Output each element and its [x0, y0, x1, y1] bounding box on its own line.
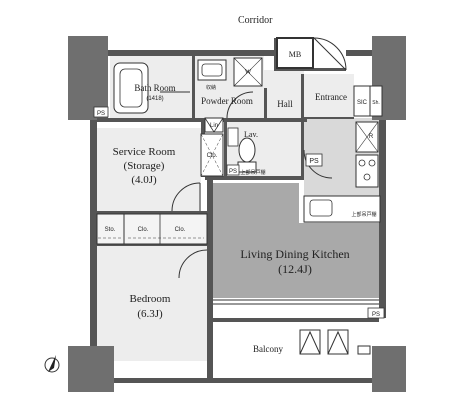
- sh-label: Sh.: [372, 100, 380, 106]
- ldk-label-1: Living Dining Kitchen: [240, 247, 349, 261]
- ps-box-wc: [226, 164, 240, 176]
- clo-2-label: Clo.: [175, 227, 186, 233]
- sto-label: Sto.: [105, 227, 116, 233]
- upper-storage-kitchen-label: 上部吊戸棚: [351, 211, 376, 218]
- entrance-door-swing: [313, 37, 347, 71]
- ldk-floor: [213, 183, 379, 298]
- bath-room-label: Bath Room: [134, 83, 175, 93]
- service-room-label-1: Service Room: [113, 146, 176, 158]
- vanity: [197, 59, 227, 81]
- meter-box: [276, 37, 314, 69]
- exterior-walls: [90, 50, 386, 383]
- toilet-bowl: [238, 137, 256, 163]
- r-label: R: [369, 134, 374, 140]
- w-label: W: [245, 68, 252, 76]
- balcony-sliding-door: [213, 299, 379, 305]
- bedroom-label-2: (6.3J): [137, 308, 163, 320]
- balcony-label: Balcony: [253, 344, 283, 354]
- ps-left-label: PS: [97, 111, 105, 117]
- column-bottom-right: [372, 346, 406, 392]
- service-room-floor: [97, 128, 201, 213]
- ps-kitchen-label: PS: [309, 158, 319, 165]
- powder-room-label: Powder Room: [201, 96, 253, 106]
- kitchen-sink: [309, 199, 333, 217]
- entrance-label: Entrance: [315, 92, 347, 102]
- bath-size-label: (1418): [146, 96, 163, 102]
- stove: [355, 154, 379, 188]
- ps-box-kitchen: [305, 153, 323, 167]
- corridor-label: Corridor: [238, 15, 273, 26]
- column-bottom-left: [68, 346, 114, 392]
- hall-floor: [264, 70, 304, 180]
- column-top-left: [68, 36, 108, 120]
- bathtub: [113, 62, 149, 114]
- closet-strip: [96, 213, 208, 245]
- ps-box-left: [93, 106, 109, 118]
- service-room-label-3: (4.0J): [131, 174, 157, 186]
- ldk-label-2: (12.4J): [278, 262, 312, 276]
- kitchen-door-swing: [303, 149, 333, 179]
- mb-label: MB: [289, 50, 301, 59]
- upper-storage-wc-label: 上部吊戸棚: [240, 169, 265, 176]
- entrance-floor: [304, 74, 354, 118]
- north-arrow-icon: [44, 355, 60, 373]
- bedroom-door-swing: [178, 249, 208, 279]
- powder-storage-label: 収納: [206, 84, 216, 91]
- service-door-swing: [171, 182, 201, 212]
- shoe-box: [369, 85, 383, 117]
- lin-label: Lin: [210, 123, 218, 129]
- ps-wc-label: PS: [229, 169, 237, 175]
- lav-label: Lav.: [244, 130, 258, 139]
- service-room-label-2: (Storage): [124, 160, 165, 172]
- bedroom-label-1: Bedroom: [130, 293, 171, 305]
- hall-label: Hall: [277, 99, 293, 109]
- clo-1-label: Clo.: [138, 227, 149, 233]
- powder-door-swing: [226, 91, 254, 119]
- bedroom-floor: [97, 246, 207, 361]
- ps-bottom-label: PS: [372, 312, 380, 318]
- ps-box-bottom: [367, 307, 385, 319]
- balcony-fixtures: [299, 329, 371, 355]
- clo-service-label: Clo.: [207, 153, 218, 159]
- sic-label: SIC: [357, 100, 368, 106]
- balcony-floor: [213, 326, 373, 376]
